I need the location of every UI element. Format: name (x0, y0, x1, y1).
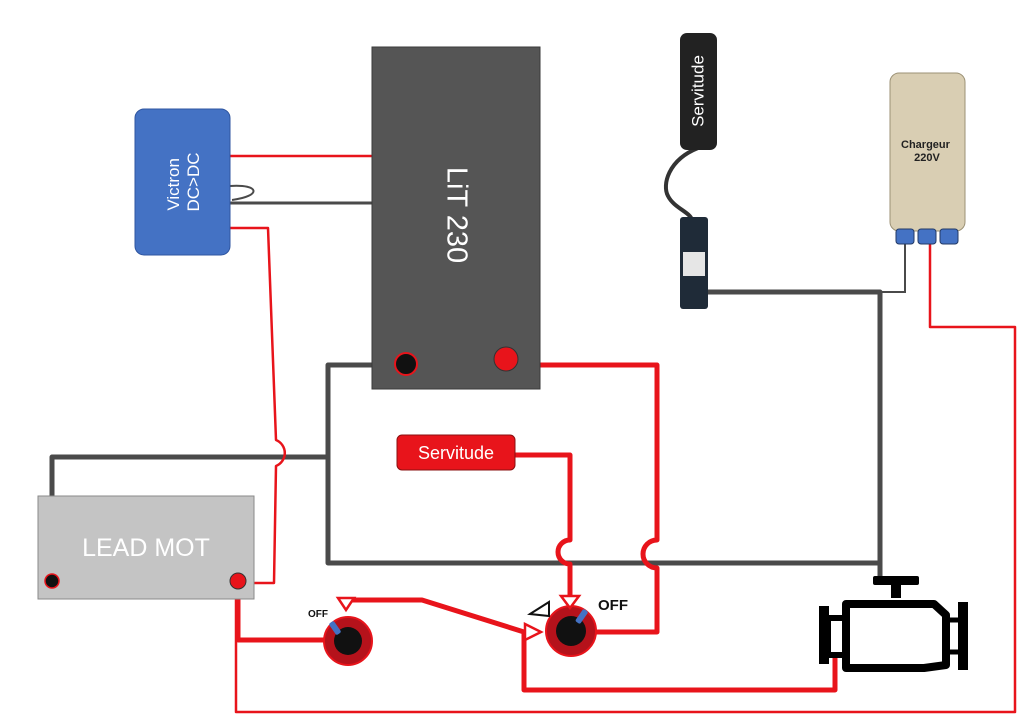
charger: Chargeur 220V (889, 72, 966, 245)
charger-label-line2: 220V (914, 152, 940, 164)
lead-battery: LEAD MOT (37, 495, 255, 600)
dcdc-label-line1: Victron (164, 158, 183, 211)
dcdc-converter: Victron DC>DC (134, 108, 231, 256)
servitude-tag-label: Servitude (418, 443, 494, 463)
wire-positive-lithium-to-switch (506, 362, 660, 635)
switch-right-off-label: OFF (598, 597, 628, 614)
lithium-battery-label: LiT 230 (440, 167, 472, 263)
servitude-tag: Servitude (396, 434, 516, 471)
battery-switch-left[interactable]: OFF (308, 609, 373, 666)
svg-text:Chargeur 220V: Chargeur 220V (901, 139, 953, 164)
engine-icon (819, 576, 968, 672)
dcdc-label-line2: DC>DC (184, 152, 203, 211)
wire-positive-dcdc-to-lead (230, 226, 286, 585)
lithium-positive-terminal (493, 346, 519, 372)
switch-right-top-arrow-icon (558, 594, 582, 611)
svg-text:Victron DC>DC: Victron DC>DC (164, 152, 203, 211)
servitude-plug: Servitude (680, 33, 717, 150)
wire-positive-servitude-to-switch (515, 452, 573, 598)
wire-servitude-plug-cable (663, 146, 699, 221)
wire-positive-switch-to-engine (521, 632, 838, 693)
switch-right-input-arrow-icon (523, 621, 544, 643)
charger-label-line1: Chargeur (901, 139, 951, 151)
wire-positive-lead-to-switch (235, 583, 340, 643)
wire-positive-switches-link (348, 597, 525, 635)
switch-right-left-arrow-icon (527, 600, 550, 618)
switch-left-off-label: OFF (308, 609, 328, 620)
switch-left-arrow-icon (335, 596, 357, 613)
battery-switch-right[interactable]: OFF (545, 597, 628, 657)
lead-battery-label: LEAD MOT (82, 534, 210, 562)
wire-charger-negative (880, 240, 906, 293)
servitude-connector (680, 217, 708, 309)
wire-dcdc-loop (229, 184, 255, 201)
wire-positive-charger (234, 240, 1017, 714)
lead-negative-terminal (44, 573, 60, 589)
servitude-plug-label: Servitude (688, 55, 707, 127)
wire-negative-main-bus (325, 289, 883, 566)
lithium-battery: LiT 230 (371, 46, 541, 390)
lead-positive-terminal (229, 572, 247, 590)
lithium-negative-terminal (394, 352, 418, 376)
